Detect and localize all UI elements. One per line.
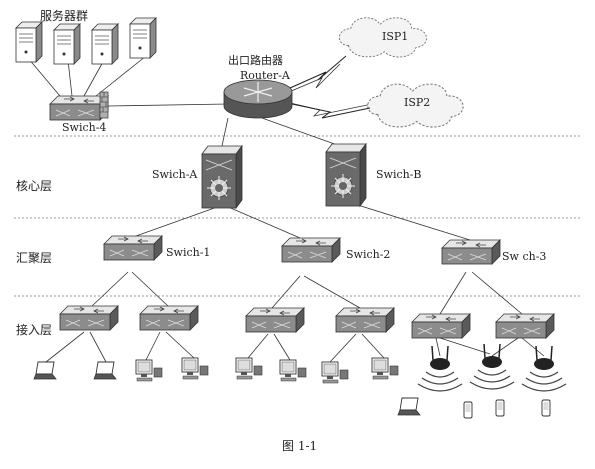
mobile-phone-icon [541,399,551,417]
wireless-ap-icon [469,343,515,390]
wireless-ap-icon [521,345,567,392]
laptop-icon [397,397,421,416]
figure-caption: 图 1-1 [282,439,317,453]
access-switch [411,313,471,339]
laptop-icon [93,361,117,380]
swich-3-label: Sw ch-3 [502,250,546,263]
router-label-en: Router-A [240,69,291,82]
swich-4-device [49,95,109,121]
wireless-ap-icon [417,345,463,392]
swich-1-label: Swich-1 [166,246,210,259]
firewall-icon [99,91,109,119]
isp1-label: ISP1 [382,30,408,43]
laptop-icon [33,361,57,380]
isp2-label: ISP2 [404,96,430,109]
swich-2-label: Swich-2 [346,248,390,261]
desktop-icon [279,359,307,382]
desktop-icon [371,357,399,380]
server-cluster [15,17,157,65]
desktop-icon [235,357,263,380]
swich-1-device [103,235,163,261]
server-icon [91,23,119,65]
aggregation-layer-label: 汇聚层 [16,251,52,265]
access-switch [139,305,199,331]
core-layer-label: 核心层 [16,179,52,193]
access-switch [335,307,395,333]
server-icon [15,21,43,63]
desktop-icon [135,359,163,382]
swich-2-device [281,237,341,263]
layer-separators [14,135,580,297]
desktop-icon [321,361,349,384]
swich-4-label: Swich-4 [62,121,106,134]
desktop-icon [181,357,209,380]
access-layer-label: 接入层 [16,322,52,337]
access-switch [245,307,305,333]
swich-b-label: Swich-B [376,168,422,181]
core-switch-b [325,143,367,207]
access-switch [495,313,555,339]
mobile-phone-icon [463,401,473,419]
access-switch [59,305,119,331]
lightning-link-icon [291,103,371,119]
lightning-link-icon [289,55,347,89]
router-icon [223,79,293,119]
server-icon [53,23,81,65]
server-icon [129,17,157,59]
swich-a-label: Swich-A [152,168,198,181]
network-links [27,55,545,363]
mobile-phone-icon [495,399,505,417]
core-switch-a [201,145,243,209]
swich-3-device [441,239,501,265]
servers-label: 服务器群 [40,8,88,23]
router-label-cn: 出口路由器 [228,53,283,67]
